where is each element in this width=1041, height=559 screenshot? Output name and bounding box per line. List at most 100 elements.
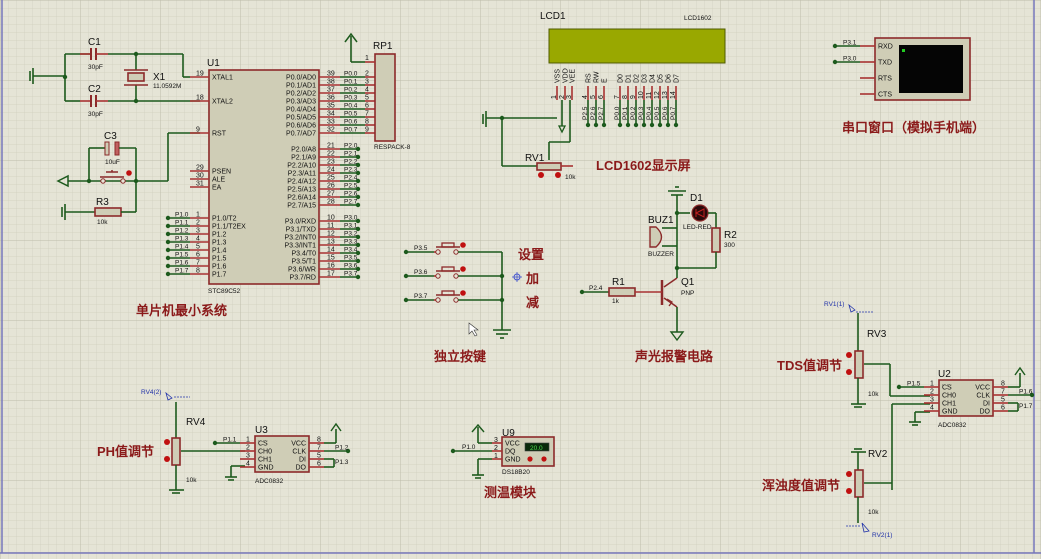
net-terminal[interactable] [212,440,218,446]
key-button-P3.7[interactable]: P3.7 [403,290,505,303]
u3-adc0832[interactable]: U3 ADC0832 1CSP1.12CH03CH14GND8VCC7CLK5D… [212,422,351,485]
u1-pin-name: P2.4/A12 [287,179,316,186]
adc-pin-number: 8 [317,437,321,444]
temp-up-button[interactable] [541,456,547,462]
u1-mcu[interactable]: U1 STC89C52 19XTAL118XTAL29RST29PSEN30AL… [165,58,375,295]
reset-button[interactable] [100,170,132,184]
net-terminal[interactable] [665,122,671,128]
buzzer[interactable] [649,226,677,248]
net-terminal[interactable] [355,242,361,248]
net-terminal[interactable] [355,170,361,176]
tds-circuit: RV1(1) RV3 10k [824,301,930,490]
u1-pin-number: 39 [327,71,335,78]
rv2-ref: RV2 [868,449,888,460]
net-terminal[interactable] [165,271,171,277]
net-terminal[interactable] [355,266,361,272]
net-terminal[interactable] [896,384,902,390]
net-terminal[interactable] [355,146,361,152]
net-label: P0.6 [662,106,669,120]
net-terminal[interactable] [1029,392,1035,398]
lcd-pin-number: 7 [614,95,621,99]
net-label: P0.7 [670,106,677,120]
net-terminal[interactable] [355,258,361,264]
u1-pin-name: P0.2/AD2 [286,91,316,98]
net-terminal[interactable] [165,231,171,237]
net-terminal[interactable] [345,448,351,454]
net-terminal[interactable] [593,122,599,128]
rv3-value: 10k [868,391,879,398]
net-terminal[interactable] [355,202,361,208]
net-terminal[interactable] [165,247,171,253]
u2-adc0832[interactable]: U2 ADC0832 1CSP1.52CH03CH14GND8VCC7CLK5D… [896,366,1035,429]
net-terminal[interactable] [832,59,838,65]
net-terminal[interactable] [585,122,591,128]
alarm-circuit: D1 LED-RED R2 300 BUZ1 BUZZER Q1 PNP P2.… [579,186,737,342]
net-terminal[interactable] [601,122,607,128]
temp-down-button[interactable] [527,456,533,462]
net-terminal[interactable] [165,255,171,261]
u1-pin-number: 31 [196,181,204,188]
adc-pin-name: CLK [292,449,306,456]
net-terminal[interactable] [625,122,631,128]
rp1-pin-number: 6 [365,103,369,110]
key-button-P3.5[interactable]: P3.5 [403,242,502,255]
rv3-body[interactable] [854,350,864,379]
net-terminal[interactable] [355,274,361,280]
u1-pin-name: P0.0/AD0 [286,75,316,82]
ph-circuit: RV4(2) RV4 10k [141,389,245,494]
switch-actuator[interactable] [460,242,466,248]
u1-pin-number: 15 [327,255,335,262]
c2-ref: C2 [88,84,101,95]
net-terminal[interactable] [832,43,838,49]
rp1-pin-number: 3 [365,79,369,86]
net-terminal[interactable] [355,226,361,232]
key-button-P3.6[interactable]: P3.6 [403,266,505,279]
rp1-pin-number: 5 [365,95,369,102]
switch-actuator[interactable] [460,266,466,272]
net-terminal[interactable] [165,215,171,221]
rv2-body[interactable] [854,469,864,498]
net-terminal[interactable] [633,122,639,128]
net-terminal[interactable] [355,234,361,240]
net-label: P3.6 [344,263,358,270]
net-terminal[interactable] [355,194,361,200]
net-terminal[interactable] [673,122,679,128]
net-terminal[interactable] [355,186,361,192]
net-terminal[interactable] [355,250,361,256]
rp1-respack[interactable]: RP1 RESPACK-8 1 [344,32,411,151]
net-terminal[interactable] [165,239,171,245]
rv1-ref: RV1 [525,153,545,164]
lcd-pin-name: D0 [618,74,625,83]
switch-cap [441,266,455,272]
r2-value: 300 [724,242,735,249]
u1-pin-number: 26 [327,183,335,190]
net-terminal[interactable] [657,122,663,128]
net-terminal[interactable] [617,122,623,128]
net-terminal[interactable] [355,218,361,224]
lcd1602[interactable]: LCD1 LCD1602 VSS1VDD2VEE3RS4P2.5RW5P2.6E… [540,11,726,128]
u1-pin-name: P3.4/T0 [291,251,316,258]
lcd-pin-name: VEE [570,69,577,83]
u1-pin-number: 19 [196,71,204,78]
net-terminal[interactable] [355,154,361,160]
net-label: P2.7 [598,106,605,120]
net-terminal[interactable] [165,263,171,269]
net-terminal[interactable] [649,122,655,128]
u1-pin-number: 22 [327,151,335,158]
net-label: P2.7 [344,199,358,206]
u1-pin-name: P1.1/T2EX [212,224,246,231]
net-terminal[interactable] [355,178,361,184]
lcd-pin-number: 14 [670,91,677,99]
net-terminal[interactable] [165,223,171,229]
rv4-body[interactable] [171,437,181,466]
u2-part: ADC0832 [938,422,967,429]
net-terminal[interactable] [355,162,361,168]
net-terminal[interactable] [641,122,647,128]
d1-led[interactable] [691,204,709,222]
switch-actuator[interactable] [460,290,466,296]
adc-pin-number: 6 [317,461,321,468]
rv1-body[interactable] [536,162,562,171]
